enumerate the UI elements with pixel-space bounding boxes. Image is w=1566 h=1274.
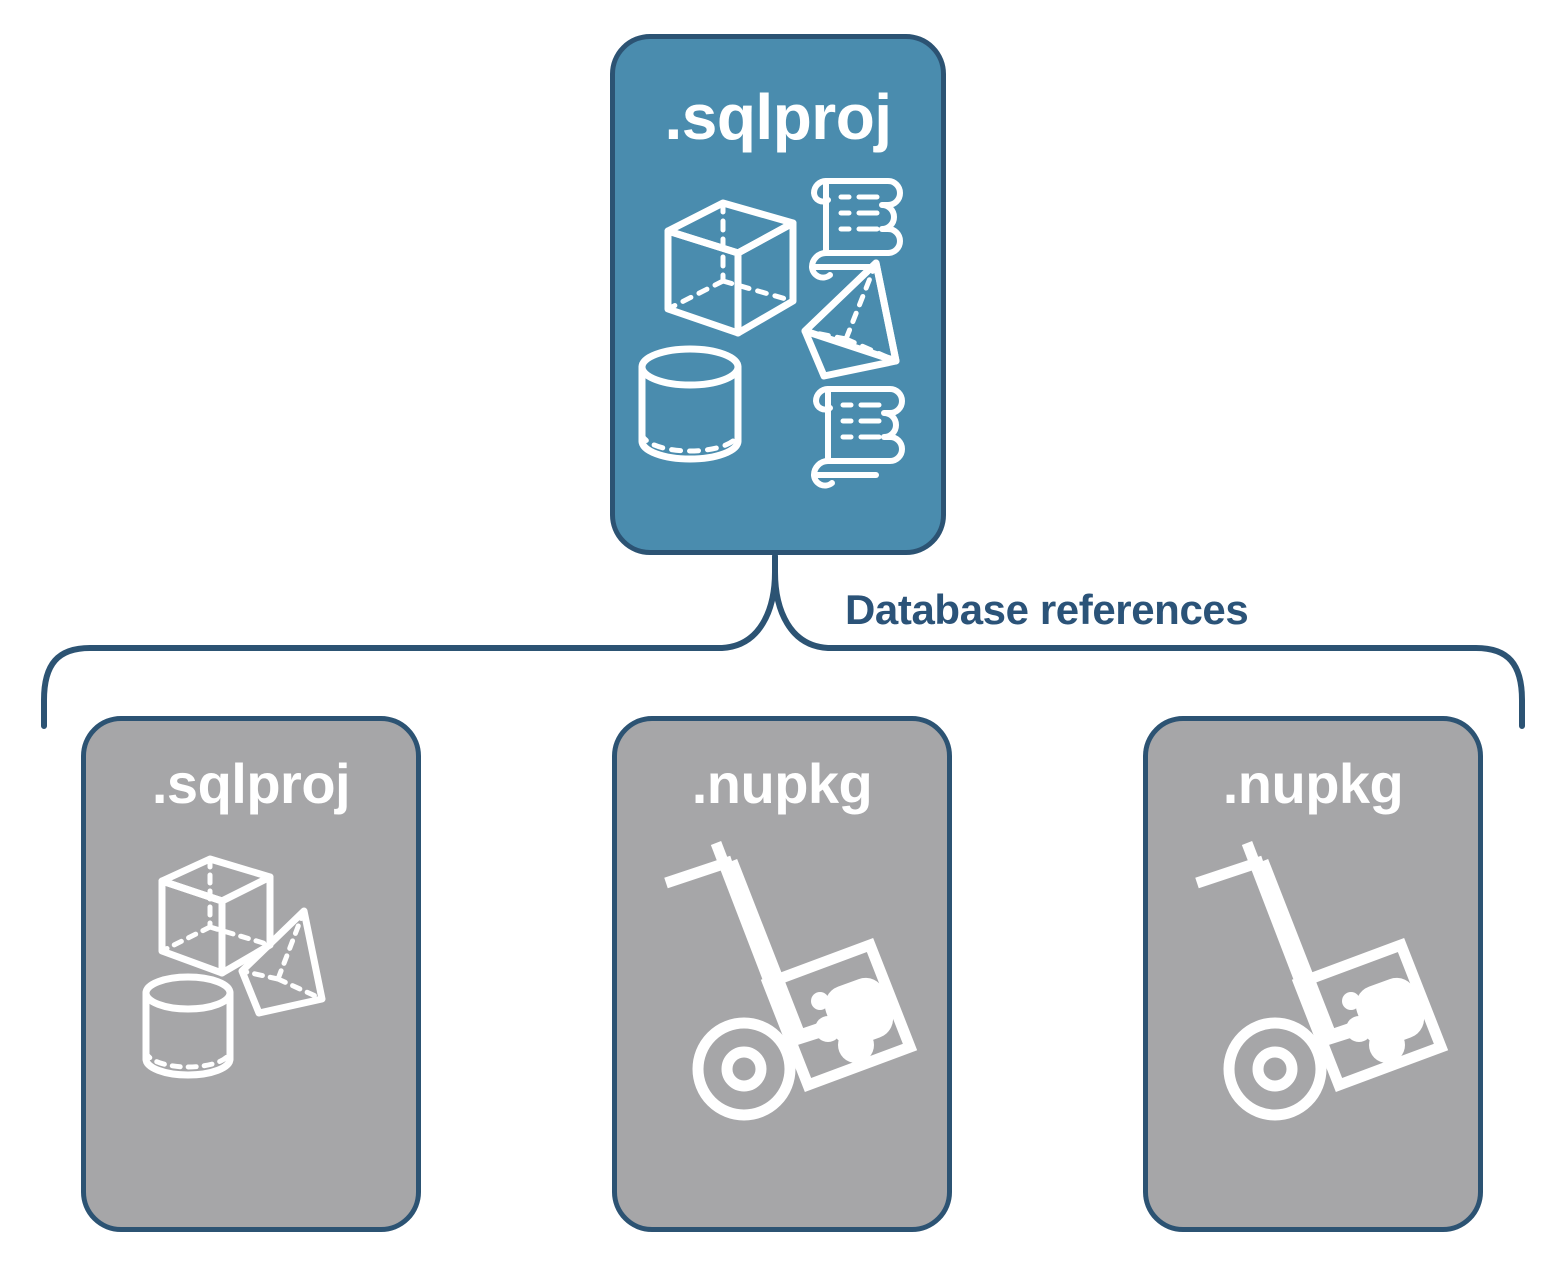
node-reference-nupkg-2[interactable]: .nupkg [1143, 716, 1483, 1232]
node-reference-nupkg-1[interactable]: .nupkg [612, 716, 952, 1232]
hand-truck-package-icon [1195, 841, 1449, 1121]
node-root-sqlproj[interactable]: .sqlproj [610, 34, 946, 555]
node-reference-nupkg-2-label: .nupkg [1222, 752, 1404, 815]
node-reference-nupkg-1-artwork [617, 813, 947, 1227]
node-reference-sqlproj-artwork [86, 813, 416, 1227]
pyramid-icon [801, 259, 900, 380]
node-root-label: .sqlproj [664, 81, 892, 153]
pyramid-icon [238, 907, 326, 1017]
node-root-artwork [615, 149, 941, 550]
scroll-icon [809, 178, 903, 281]
scroll-icon [811, 386, 905, 489]
node-reference-sqlproj[interactable]: .sqlproj [81, 716, 421, 1232]
cylinder-icon [638, 345, 742, 463]
node-reference-nupkg-1-label: .nupkg [691, 752, 873, 815]
cube-icon [664, 199, 797, 337]
connector-label: Database references [845, 586, 1249, 633]
node-reference-sqlproj-label: .sqlproj [151, 752, 351, 815]
cylinder-icon [142, 973, 234, 1079]
brace-left [41, 569, 778, 729]
hand-truck-package-icon [664, 841, 918, 1121]
node-reference-nupkg-2-artwork [1148, 813, 1478, 1227]
